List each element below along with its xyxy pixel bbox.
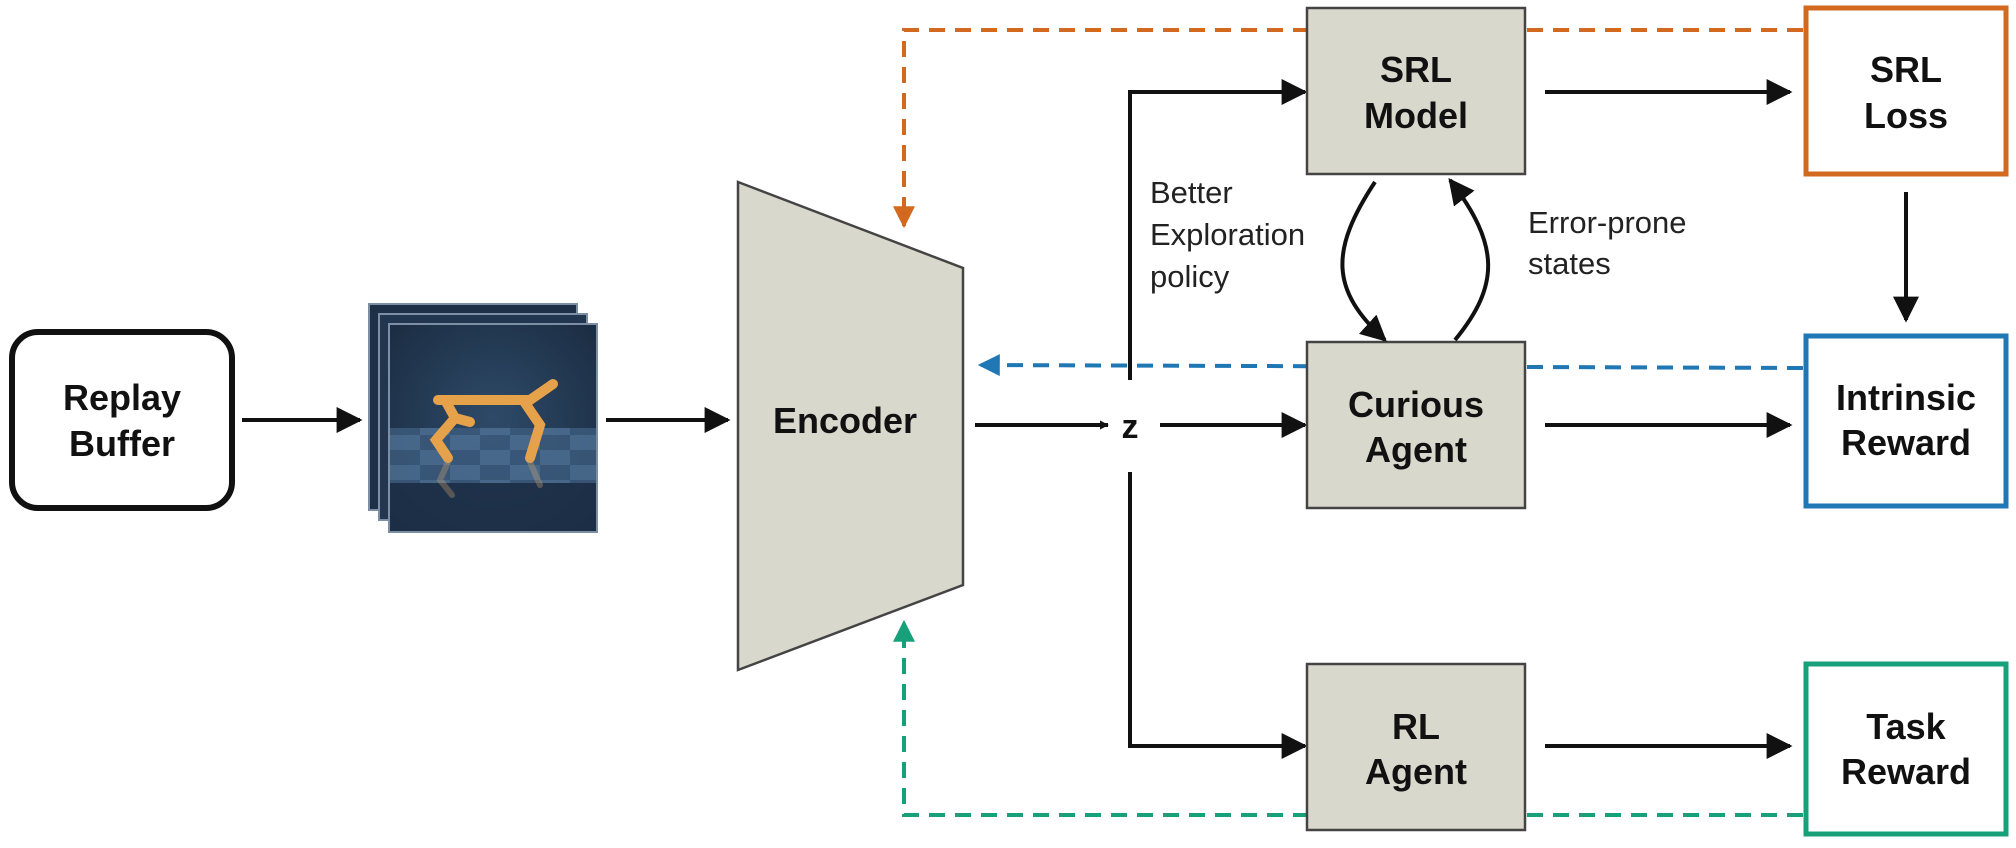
task-reward-label-1: Task	[1866, 706, 1946, 747]
better-exploration-annotation: Better Exploration policy	[1150, 175, 1305, 294]
intrinsic-reward-label-1: Intrinsic	[1836, 377, 1976, 418]
curious-agent-label-1: Curious	[1348, 384, 1484, 425]
srl-loss-node: SRL Loss	[1803, 5, 2009, 177]
curious-agent-node: Curious Agent	[1305, 340, 1527, 510]
intrinsic-reward-feedback-line	[977, 354, 1804, 377]
srl-loss-label-1: SRL	[1870, 49, 1942, 90]
task-reward-label-2: Reward	[1841, 751, 1971, 792]
error-prone-line-1: Error-prone	[1528, 205, 1687, 240]
replay-buffer-node: Replay Buffer	[9, 329, 235, 511]
error-prone-annotation: Error-prone states	[1528, 205, 1687, 281]
rl-agent-label-1: RL	[1392, 706, 1440, 747]
better-exploration-line-1: Better	[1150, 175, 1233, 210]
srl-loss-label-2: Loss	[1864, 95, 1948, 136]
curious-agent-label-2: Agent	[1365, 429, 1467, 470]
better-exploration-line-2: Exploration	[1150, 217, 1305, 252]
rl-agent-label-2: Agent	[1365, 751, 1467, 792]
replay-buffer-label-1: Replay	[63, 377, 181, 418]
replay-buffer-label-2: Buffer	[69, 423, 175, 464]
intrinsic-reward-label-2: Reward	[1841, 422, 1971, 463]
srl-model-label-1: SRL	[1380, 49, 1452, 90]
cheetah-robot	[429, 379, 558, 463]
srl-model-node: SRL Model	[1305, 6, 1527, 176]
intrinsic-reward-node: Intrinsic Reward	[1803, 333, 2009, 509]
srl-model-label-2: Model	[1364, 95, 1468, 136]
task-reward-node: Task Reward	[1803, 661, 2009, 837]
srl-curious-loop	[1340, 177, 1491, 342]
error-prone-line-2: states	[1528, 246, 1611, 281]
encoder-label: Encoder	[773, 400, 917, 441]
z-branch-lines	[1128, 79, 1308, 759]
encoder-node: Encoder	[736, 180, 965, 672]
observation-image	[368, 303, 598, 533]
z-latent-label: z	[1122, 408, 1139, 446]
better-exploration-line-3: policy	[1150, 259, 1230, 294]
rl-agent-node: RL Agent	[1305, 662, 1527, 832]
arrows-to-outputs	[1545, 79, 1919, 759]
